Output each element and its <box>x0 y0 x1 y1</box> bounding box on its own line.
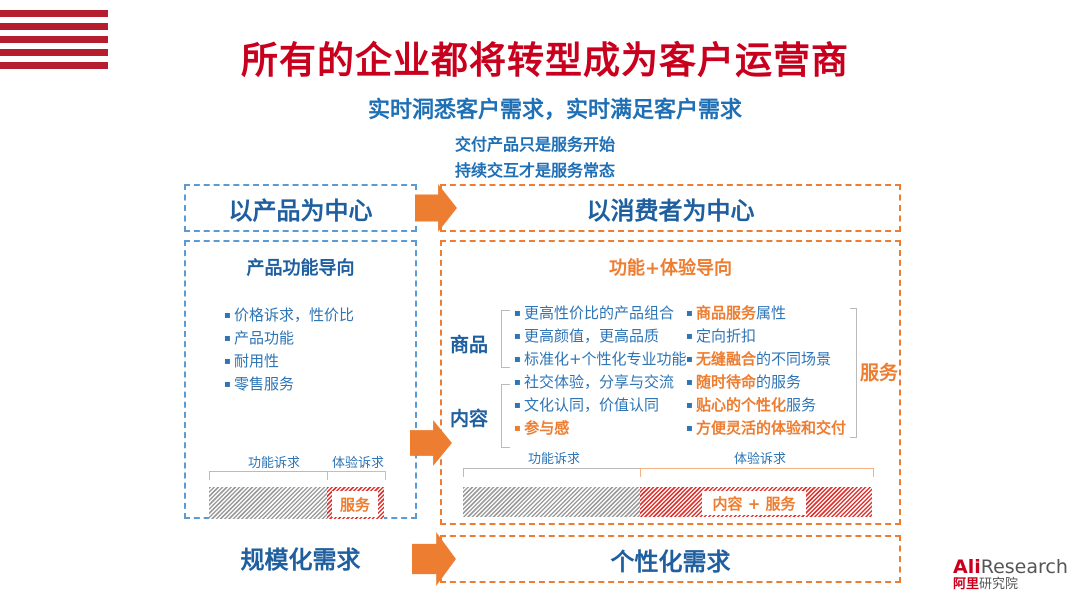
bar-box-content-service: 内容 + 服务 <box>702 491 806 515</box>
subline-2: 持续交互才是服务常态 <box>455 161 616 180</box>
list-item: 贴心的个性化服务 <box>686 394 846 417</box>
list-item: 更高颜值，更高品质 <box>514 325 687 348</box>
subline-1: 交付产品只是服务开始 <box>455 135 616 154</box>
list-item: 随时待命的服务 <box>686 371 846 394</box>
bar-label-experience: 体验诉求 <box>734 452 787 467</box>
function-bar <box>463 487 640 517</box>
list-item: 标准化+个性化专业功能 <box>514 348 687 371</box>
left-section-title: 产品功能导向 <box>246 258 355 279</box>
list-item: 无缝融合的不同场景 <box>686 348 846 371</box>
list-item: 商品服务属性 <box>686 302 846 325</box>
goods-item-list: 更高性价比的产品组合 更高颜值，更高品质 标准化+个性化专业功能 社交体验，分享… <box>514 302 687 440</box>
bar-label-function: 功能诉求 <box>248 456 301 471</box>
right-section-title: 功能+体验导向 <box>608 258 733 279</box>
list-item: 耐用性 <box>224 350 354 373</box>
list-item: 文化认同，价值认同 <box>514 394 687 417</box>
left-item-list: 价格诉求，性价比 产品功能 耐用性 零售服务 <box>224 304 354 396</box>
right-footer: 个性化需求 <box>440 535 901 583</box>
page-title: 所有的企业都将转型成为客户运营商 <box>241 39 849 82</box>
left-header: 以产品为中心 <box>184 184 417 232</box>
service-label: 服务 <box>860 362 899 384</box>
list-item: 零售服务 <box>224 373 354 396</box>
left-panel: 产品功能导向 价格诉求，性价比 产品功能 耐用性 零售服务 功能诉求 体验诉求 … <box>184 240 417 519</box>
list-item: 更高性价比的产品组合 <box>514 302 687 325</box>
list-item: 参与感 <box>514 417 687 440</box>
subtitle: 实时洞悉客户需求，实时满足客户需求 <box>368 98 743 123</box>
bar-box-service: 服务 <box>332 491 378 517</box>
list-item: 方便灵活的体验和交付 <box>686 417 846 440</box>
group-content-label: 内容 <box>450 408 489 430</box>
function-bar <box>209 487 327 519</box>
service-item-list: 商品服务属性 定向折扣 无缝融合的不同场景 随时待命的服务 贴心的个性化服务 方… <box>686 302 846 440</box>
bar-label-function: 功能诉求 <box>528 452 581 467</box>
right-panel: 功能+体验导向 商品 内容 更高性价比的产品组合 更高颜值，更高品质 标准化+个… <box>440 240 901 525</box>
bar-label-experience: 体验诉求 <box>332 456 385 471</box>
aliresearch-logo: AliResearch 阿里研究院 <box>953 556 1068 593</box>
list-item: 产品功能 <box>224 327 354 350</box>
group-goods-label: 商品 <box>450 334 489 356</box>
right-header: 以消费者为中心 <box>440 184 901 232</box>
list-item: 价格诉求，性价比 <box>224 304 354 327</box>
list-item: 定向折扣 <box>686 325 846 348</box>
left-footer: 规模化需求 <box>240 546 361 574</box>
list-item: 社交体验，分享与交流 <box>514 371 687 394</box>
